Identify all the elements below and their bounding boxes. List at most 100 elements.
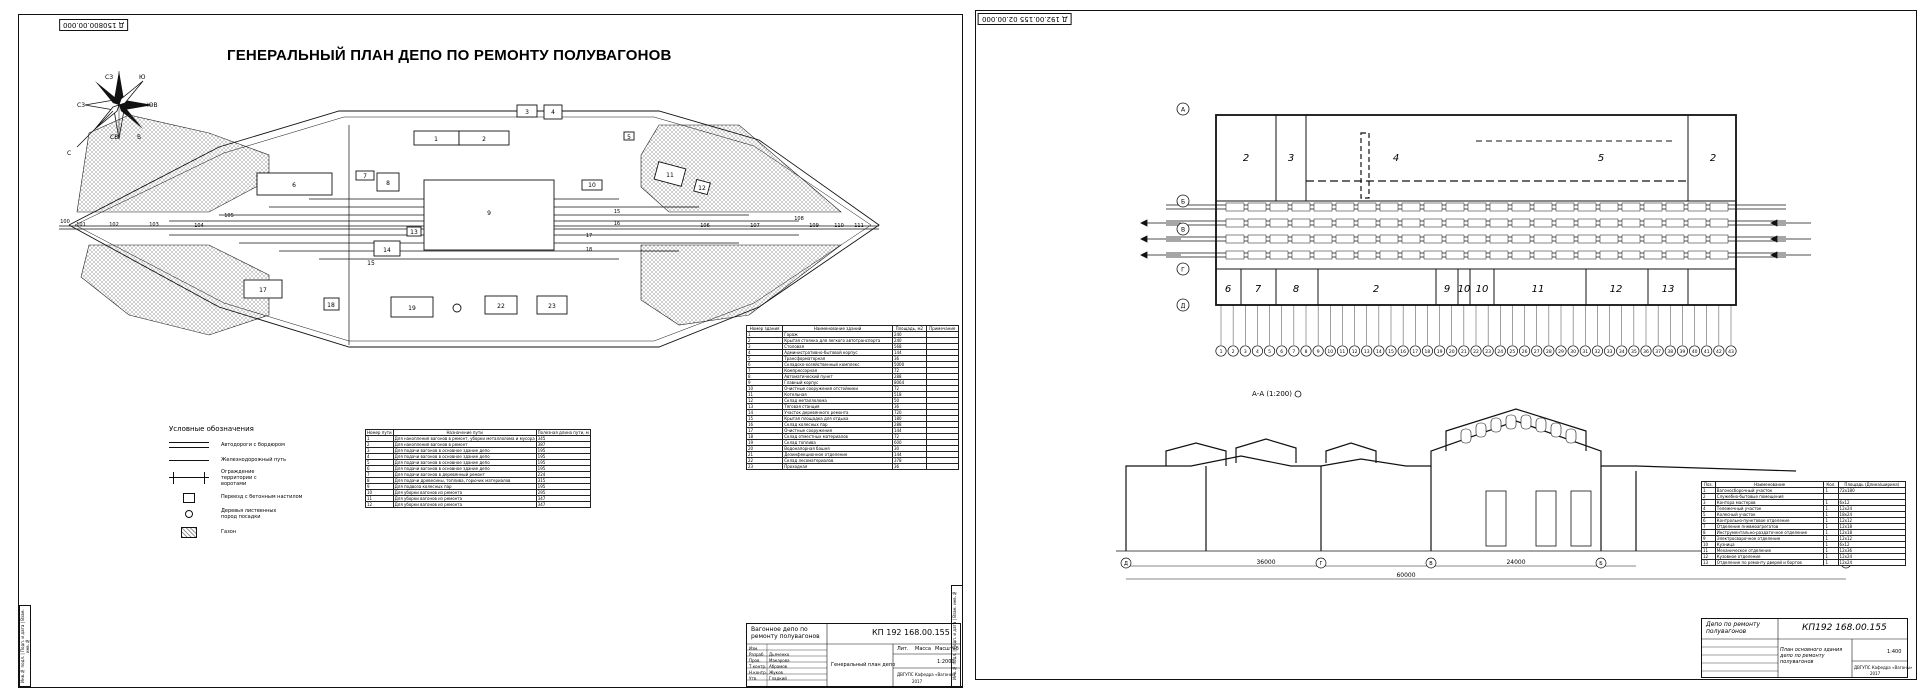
- svg-text:11: 11: [666, 172, 674, 179]
- svg-text:10: 10: [588, 182, 596, 189]
- axis-bubble: [1470, 345, 1482, 357]
- legend: Условные обозначения Автодороги с бордюр…: [169, 425, 302, 539]
- axis-number: 2: [1232, 349, 1235, 355]
- svg-text:1: 1: [434, 136, 438, 143]
- axis-bubble: [1300, 345, 1312, 357]
- wagon: [1577, 202, 1597, 212]
- wagon: [1247, 218, 1267, 228]
- table-cell: [925, 463, 960, 470]
- wagon: [1445, 234, 1465, 244]
- table-header: Площадь, м2: [891, 325, 927, 332]
- wagon: [1379, 218, 1399, 228]
- table-cell: 13: [1701, 559, 1716, 566]
- wagon: [1687, 202, 1707, 212]
- wagon: [1291, 250, 1311, 260]
- axis-number: 29: [1558, 349, 1564, 355]
- axis-letter: Б: [1599, 561, 1603, 567]
- svg-text:4: 4: [551, 109, 555, 116]
- svg-text:10: 10: [1458, 284, 1471, 295]
- road-symbol: [169, 439, 209, 451]
- building-numbers: 1 2 3 4 5 6 7 8 9 10 11 12 13 14 15 17 1…: [259, 109, 706, 312]
- axis-number: 23: [1485, 349, 1491, 355]
- svg-text:106: 106: [700, 223, 710, 229]
- table-cell: Отделение по ремонту дверей и бортов: [1714, 559, 1825, 566]
- axis-number: 33: [1607, 349, 1613, 355]
- table-cell: 12х24: [1837, 559, 1907, 566]
- axis-bubble: [1689, 345, 1701, 357]
- wagon: [1621, 218, 1641, 228]
- axis-number: 38: [1667, 349, 1673, 355]
- axis-letter: В: [1429, 561, 1433, 567]
- axis-bubble: [1640, 345, 1652, 357]
- svg-text:17: 17: [586, 233, 592, 239]
- wagon: [1401, 234, 1421, 244]
- compass-label: СЗ: [105, 74, 113, 81]
- wagon: [1423, 202, 1443, 212]
- wagon: [1291, 202, 1311, 212]
- axis-number: 32: [1595, 349, 1601, 355]
- table-cell: 36: [891, 463, 927, 470]
- axis-bubble: [1349, 345, 1361, 357]
- axis-bubble: [1421, 345, 1433, 357]
- axis-number: 36: [1643, 349, 1649, 355]
- axis-number: 10: [1327, 349, 1333, 355]
- axis-number: 22: [1473, 349, 1479, 355]
- buildings: [243, 104, 711, 318]
- drawing-code: КП192 168.00.155: [1802, 623, 1887, 633]
- svg-text:102: 102: [109, 222, 119, 228]
- title-block-sheet2: Депо по ремонту полувагонов КП192 168.00…: [1701, 618, 1912, 678]
- legend-heading: Условные обозначения: [169, 425, 254, 433]
- territory-fence: [68, 110, 880, 348]
- axis-bubble: [1176, 262, 1190, 276]
- svg-text:9: 9: [487, 210, 491, 217]
- axis-number: 28: [1546, 349, 1552, 355]
- svg-text:18: 18: [327, 302, 335, 309]
- wagon: [1687, 250, 1707, 260]
- wagon: [1357, 234, 1377, 244]
- table-cell: 23: [745, 463, 784, 470]
- project-name: Вагонное депо по ремонту полувагонов: [751, 626, 820, 640]
- title-block-grid: [747, 624, 960, 686]
- wagon: [1225, 250, 1245, 260]
- svg-text:111: 111: [854, 223, 864, 229]
- wagon: [1401, 218, 1421, 228]
- wagon: [1335, 218, 1355, 228]
- wagon: [1379, 202, 1399, 212]
- wagon: [1225, 218, 1245, 228]
- section-windows: [1460, 414, 1577, 444]
- wagon: [1687, 218, 1707, 228]
- svg-text:109: 109: [809, 223, 819, 229]
- wagon: [1709, 234, 1729, 244]
- year: 2017: [1870, 671, 1881, 676]
- wagon: [1489, 218, 1509, 228]
- wagon: [1709, 202, 1729, 212]
- wagon: [1665, 202, 1685, 212]
- wagon: [1643, 234, 1663, 244]
- wagon: [1643, 218, 1663, 228]
- wagon: [1401, 250, 1421, 260]
- axis-bubble: [1595, 557, 1607, 569]
- svg-text:105: 105: [224, 213, 234, 219]
- road: [74, 116, 872, 342]
- axis-number: 16: [1400, 349, 1406, 355]
- axis-letter: Д: [1124, 561, 1128, 567]
- svg-text:18: 18: [586, 247, 592, 253]
- axis-letter: Б: [1181, 199, 1185, 206]
- axis-bubble: [1458, 345, 1470, 357]
- axis-bubble: [1264, 345, 1276, 357]
- wagon: [1445, 202, 1465, 212]
- wagon: [1247, 234, 1267, 244]
- organization: ДВГУПС Кафедра «Вагоны»: [897, 672, 956, 677]
- legend-item: Газон: [169, 524, 302, 539]
- axis-bubble: [1373, 345, 1385, 357]
- wagon: [1247, 202, 1267, 212]
- wagon: [1643, 202, 1663, 212]
- wagon: [1621, 234, 1641, 244]
- axis-number: 25: [1510, 349, 1516, 355]
- svg-text:19: 19: [408, 305, 416, 312]
- svg-text:103: 103: [149, 222, 159, 228]
- svg-text:3: 3: [525, 109, 529, 116]
- axis-bubble: [1324, 345, 1336, 357]
